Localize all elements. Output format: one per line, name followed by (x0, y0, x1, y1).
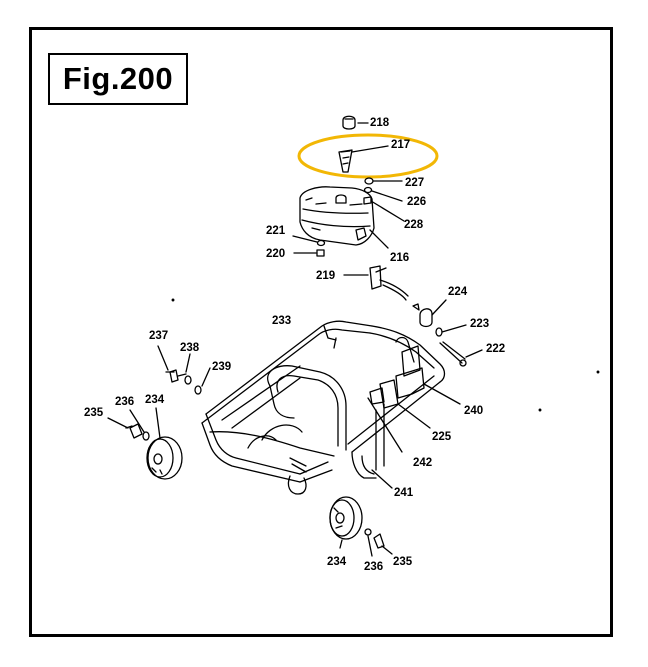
label-part-221: 221 (266, 225, 286, 237)
label-part-235-right: 235 (393, 556, 413, 568)
fuel-cap-drawing (342, 115, 369, 130)
label-part-240: 240 (464, 405, 483, 417)
label-part-222: 222 (486, 343, 505, 355)
label-part-236-left: 236 (115, 396, 134, 408)
right-wheel-parts-drawing (329, 496, 393, 557)
label-part-216: 216 (390, 252, 409, 264)
label-part-218: 218 (370, 117, 390, 129)
label-part-217: 217 (391, 139, 410, 151)
fuel-tank-drawing (299, 186, 389, 249)
label-part-236-right: 236 (364, 561, 383, 573)
label-part-224: 224 (448, 286, 468, 298)
label-part-234-right: 234 (327, 556, 347, 568)
label-part-241: 241 (394, 487, 414, 499)
label-part-220: 220 (266, 248, 285, 260)
fuel-strainer-drawing (338, 145, 389, 173)
label-part-225: 225 (432, 431, 452, 443)
label-part-233: 233 (272, 315, 291, 327)
label-part-242: 242 (413, 457, 432, 469)
figure-title: Fig.200 (62, 61, 174, 96)
label-part-237: 237 (149, 330, 168, 342)
figure-frame (29, 27, 613, 637)
label-part-223: 223 (470, 318, 489, 330)
label-part-226: 226 (407, 196, 426, 208)
label-part-235-left: 235 (84, 407, 104, 419)
engine-mount-bracket-drawing (367, 336, 461, 489)
figure-title-box: Fig.200 (48, 53, 188, 105)
label-part-239: 239 (212, 361, 231, 373)
label-part-228: 228 (404, 219, 424, 231)
frame-drawing (201, 320, 446, 495)
drain-parts-drawing (292, 235, 326, 257)
label-part-219: 219 (316, 270, 335, 282)
part-labels: 218 217 227 226 228 221 220 216 219 224 … (84, 117, 505, 573)
fuel-cock-drawing (343, 265, 409, 301)
fuel-line-parts-drawing (412, 299, 483, 367)
label-part-227: 227 (405, 177, 424, 189)
label-part-238: 238 (180, 342, 200, 354)
left-wheel-parts-drawing (107, 345, 211, 480)
highlight-ellipse (297, 133, 439, 179)
label-part-234-left: 234 (145, 394, 165, 406)
small-washers-drawing (363, 177, 405, 222)
